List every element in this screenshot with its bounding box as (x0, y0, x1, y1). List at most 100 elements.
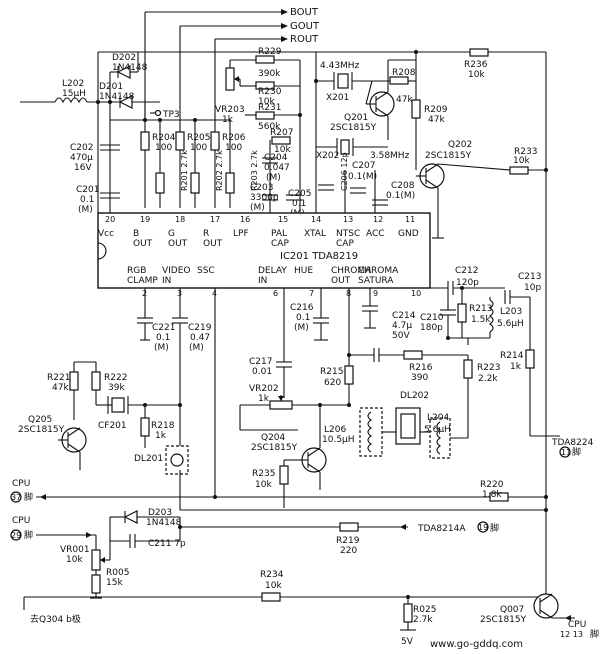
ic201-pin-label: B (133, 229, 139, 239)
c216-value: 0.1 (296, 313, 310, 323)
c203-capacitor: C203 3300p (M) (250, 183, 279, 213)
r005-resistor: R005 15k (91, 568, 129, 594)
ic201-pin-number: 19 (140, 215, 150, 224)
r219-value: 220 (340, 546, 357, 556)
vr001-potentiometer[interactable]: VR001 10k (60, 545, 110, 571)
r202-resistor: R202 2.7k (190, 150, 224, 194)
r213-value: 1.5k (471, 315, 491, 325)
r205-value: 100 (190, 143, 207, 153)
tp3-testpoint: TP3 (150, 109, 180, 120)
ic201-pin-label: OUT (331, 276, 351, 286)
r234-value: 10k (265, 581, 282, 591)
l202-name: L202 (62, 79, 84, 89)
c201-value: 0.1 (80, 195, 94, 205)
rout-label: ROUT (290, 34, 319, 45)
c210-capacitor: C210 180p (420, 309, 456, 333)
r215-value: 620 (324, 378, 341, 388)
r025-name: R025 (413, 605, 436, 615)
c221-name: C221 (152, 323, 175, 333)
q007-transistor: Q007 2SC1815Y (480, 593, 559, 625)
r218-value: 1k (155, 431, 167, 441)
c205-value: 0.1 (292, 199, 306, 209)
tp3-label: TP3 (162, 110, 180, 120)
r214-name: R214 (500, 351, 524, 361)
dl202-delay-line: DL202 (395, 391, 429, 445)
q202-transistor: Q202 2SC1815Y (416, 140, 472, 189)
r208-value: 47k (396, 95, 413, 105)
r220-value: 1.8k (482, 490, 502, 500)
d203-name: D203 (148, 508, 172, 518)
q204-type: 2SC1815Y (251, 443, 298, 453)
c201-capacitor: C201 0.1 (M) (76, 185, 120, 215)
c202-value: 470μ (70, 153, 93, 163)
ic201-pin-label: CAP (336, 239, 354, 249)
c221-m: (M) (154, 343, 169, 353)
c217-capacitor: C217 0.01 (249, 357, 292, 377)
r025-value: 2.7k (413, 615, 433, 625)
tda8214a-label: TDA8214A (417, 524, 466, 534)
vr203-potentiometer[interactable]: VR203 1k (215, 67, 245, 125)
r214-resistor: R214 1k (500, 349, 535, 372)
ic201-pin-label: HUE (294, 266, 313, 276)
cpu29-suffix: 脚 (24, 530, 33, 541)
q205-transistor: Q205 2SC1815Y (18, 415, 87, 453)
d201-name: D201 (99, 82, 123, 92)
ic201-pin-label: DELAY (258, 266, 287, 276)
r223-name: R223 (477, 363, 500, 373)
c213-value: 10p (524, 283, 541, 293)
c214-name: C214 (392, 311, 416, 321)
r213-resistor: R213 1.5k (457, 303, 492, 325)
d202-diode: D202 1N4148 (109, 52, 148, 102)
q204-name: Q204 (261, 433, 286, 443)
ic201-pin-number: 20 (105, 215, 115, 224)
r229-name: R229 (258, 47, 282, 57)
ic201-pin-label: CLAMP (127, 276, 158, 286)
ic201-pin-number: 14 (311, 215, 321, 224)
c201-m: (M) (78, 205, 93, 215)
r207-value: 10k (274, 145, 291, 155)
c216-name: C216 (290, 303, 314, 313)
x201-crystal: 4.43MHz X201 (320, 61, 360, 103)
cpu29-pin: 29 (11, 531, 21, 540)
c-coupling (373, 348, 380, 362)
r233-value: 10k (513, 156, 530, 166)
l203-name: L203 (500, 307, 522, 317)
r205-name: R205 (187, 133, 210, 143)
r206-value: 100 (225, 143, 242, 153)
ic201-pin-label: R (203, 229, 209, 239)
q304-label: 去Q304 b极 (30, 613, 81, 625)
ic201-pin-number: 6 (273, 289, 278, 298)
r220-resistor: R220 1.8k (480, 480, 509, 502)
r233-name: R233 (514, 147, 537, 157)
tda8224-suffix: 脚 (572, 447, 581, 458)
junction-dots (96, 50, 548, 599)
vr001-value: 10k (66, 555, 83, 565)
r236-resistor: R236 10k (464, 48, 489, 80)
d202-name: D202 (112, 53, 136, 63)
c216-m: (M) (294, 323, 309, 333)
r214-value: 1k (510, 362, 522, 372)
r218-name: R218 (151, 421, 175, 431)
l206-value: 10.5μH (322, 435, 355, 445)
ic201-pin-label: Vcc (98, 229, 114, 239)
x202-freq: 3.58MHz (370, 151, 410, 161)
cpu37-label: CPU (12, 479, 30, 489)
r206-resistor: R206 100 (210, 131, 246, 153)
ic201-pin-label: XTAL (304, 229, 326, 239)
ic201-pin-number: 15 (278, 215, 288, 224)
c210-value: 180p (420, 323, 443, 333)
c212-value: 120p (456, 278, 479, 288)
q204-transistor: Q204 2SC1815Y (251, 433, 327, 473)
five-v-label: 5V (401, 637, 414, 647)
r234-name: R234 (260, 570, 284, 580)
r208-name: R208 (392, 68, 416, 78)
ic201-pin-number: 9 (373, 289, 378, 298)
c203-value: 3300p (250, 193, 279, 203)
r235-name: R235 (252, 469, 275, 479)
c204-capacitor: C204 0.047 (M) (262, 153, 290, 183)
cf201-filter: CF201 (98, 396, 129, 431)
r207-name: R207 (270, 128, 293, 138)
r221-value: 47k (52, 383, 69, 393)
r219-name: R219 (336, 536, 360, 546)
ic201-top-pins: 20Vcc19BOUT18GOUT17ROUT16LPF15PALCAP14XT… (98, 215, 419, 249)
